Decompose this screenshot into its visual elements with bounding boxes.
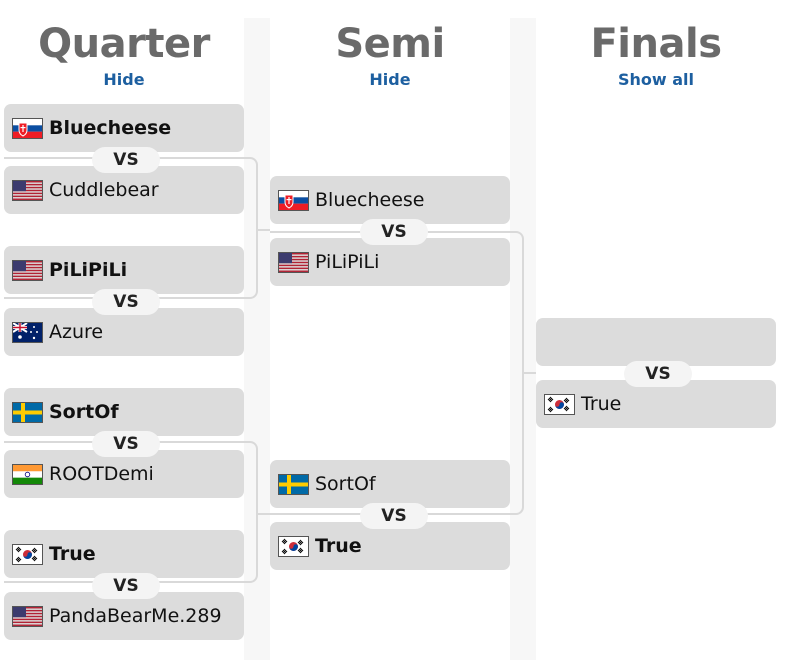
sweden-flag-icon <box>12 401 43 423</box>
player-entry: Azure <box>12 308 103 356</box>
australia-flag-icon <box>12 321 43 343</box>
player-entry: True <box>278 522 362 570</box>
player-name: PiLiPiLi <box>49 259 128 281</box>
quarter-slot-1-bottom[interactable]: Cuddlebear <box>4 166 244 214</box>
player-entry: SortOf <box>12 388 119 436</box>
player-entry: SortOf <box>278 460 376 508</box>
finals-slot-top-empty[interactable] <box>536 318 776 366</box>
player-entry: Bluecheese <box>278 176 425 224</box>
vs-badge: VS <box>360 219 428 245</box>
player-entry: Cuddlebear <box>12 166 159 214</box>
vs-badge: VS <box>360 503 428 529</box>
semi-slot-1-bottom[interactable]: PiLiPiLi <box>270 238 510 286</box>
usa-flag-icon <box>12 605 43 627</box>
quarter-slot-4-top[interactable]: True <box>4 530 244 578</box>
player-name: PiLiPiLi <box>315 251 380 273</box>
player-name: True <box>315 535 362 557</box>
connector-line <box>256 229 270 231</box>
semi-slot-1-top[interactable]: Bluecheese <box>270 176 510 224</box>
player-entry: PiLiPiLi <box>12 246 127 294</box>
player-entry: True <box>544 380 621 428</box>
slovakia-flag-icon <box>278 189 309 211</box>
south-korea-flag-icon <box>544 393 575 415</box>
player-name: True <box>49 543 96 565</box>
player-entry: ROOTDemi <box>12 450 154 498</box>
finals-column-header: Finals Show all <box>536 18 776 90</box>
player-name: SortOf <box>49 401 119 423</box>
connector-line <box>256 513 270 515</box>
semi-hide-link[interactable]: Hide <box>369 70 411 89</box>
player-entry: PiLiPiLi <box>278 238 379 286</box>
quarter-slot-3-top[interactable]: SortOf <box>4 388 244 436</box>
quarter-slot-2-bottom[interactable]: Azure <box>4 308 244 356</box>
vs-badge: VS <box>92 573 160 599</box>
vs-badge: VS <box>624 361 692 387</box>
player-name: ROOTDemi <box>49 463 154 485</box>
semi-slot-2-top[interactable]: SortOf <box>270 460 510 508</box>
usa-flag-icon <box>12 259 43 281</box>
south-korea-flag-icon <box>278 535 309 557</box>
finals-show-all-link[interactable]: Show all <box>617 70 695 89</box>
finals-slot-bottom[interactable]: True <box>536 380 776 428</box>
south-korea-flag-icon <box>12 543 43 565</box>
connector-line <box>522 372 536 374</box>
player-name: Bluecheese <box>315 189 425 211</box>
player-name: True <box>581 393 622 415</box>
vs-badge: VS <box>92 431 160 457</box>
quarter-slot-1-top[interactable]: Bluecheese <box>4 104 244 152</box>
player-name: Cuddlebear <box>49 179 159 201</box>
usa-flag-icon <box>278 251 309 273</box>
vs-badge: VS <box>92 147 160 173</box>
player-name: PandaBearMe.289 <box>49 605 222 627</box>
player-entry: Bluecheese <box>12 104 171 152</box>
usa-flag-icon <box>12 179 43 201</box>
india-flag-icon <box>12 463 43 485</box>
quarter-slot-3-bottom[interactable]: ROOTDemi <box>4 450 244 498</box>
vs-badge: VS <box>92 289 160 315</box>
player-name: Bluecheese <box>49 117 172 139</box>
slovakia-flag-icon <box>12 117 43 139</box>
quarter-slot-4-bottom[interactable]: PandaBearMe.289 <box>4 592 244 640</box>
player-name: Azure <box>49 321 104 343</box>
semi-column-header: Semi Hide <box>270 18 510 90</box>
column-title-semi: Semi <box>335 21 445 67</box>
quarter-hide-link[interactable]: Hide <box>103 70 145 89</box>
quarter-column-header: Quarter Hide <box>4 18 244 90</box>
player-name: SortOf <box>315 473 376 495</box>
column-title-quarter: Quarter <box>38 21 210 67</box>
quarter-slot-2-top[interactable]: PiLiPiLi <box>4 246 244 294</box>
semi-slot-2-bottom[interactable]: True <box>270 522 510 570</box>
sweden-flag-icon <box>278 473 309 495</box>
player-entry: True <box>12 530 96 578</box>
player-entry: PandaBearMe.289 <box>12 592 222 640</box>
column-title-finals: Finals <box>590 21 722 67</box>
